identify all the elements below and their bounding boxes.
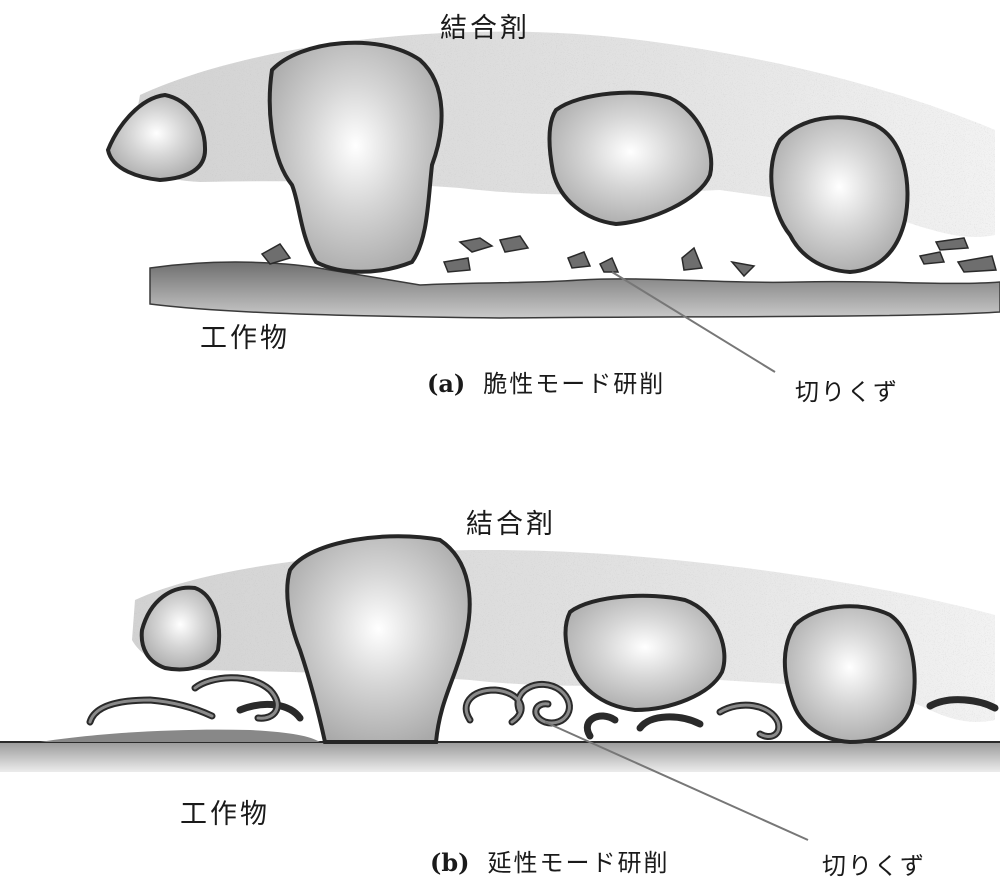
binder-label-b: 結合剤 xyxy=(466,502,556,541)
workpiece-a xyxy=(150,262,1000,318)
caption-tag-b: (b) xyxy=(430,848,470,877)
abrasive-grain-b2 xyxy=(287,536,469,742)
caption-a: (a) 脆性モード研削 xyxy=(427,364,665,399)
abrasive-grain-b3 xyxy=(566,596,725,710)
binder-label-a: 結合剤 xyxy=(440,6,530,45)
workpiece-rough-left-b xyxy=(40,730,320,742)
caption-b: (b) 延性モード研削 xyxy=(430,843,670,878)
abrasive-grain-b4 xyxy=(785,606,915,742)
caption-text-a: 脆性モード研削 xyxy=(483,370,665,398)
caption-text-b: 延性モード研削 xyxy=(488,849,670,877)
abrasive-grain-a3 xyxy=(550,93,712,224)
caption-tag-a: (a) xyxy=(427,369,465,398)
workpiece-b xyxy=(0,742,1000,772)
chips-label-b: 切りくず xyxy=(822,846,926,881)
chips-label-a: 切りくず xyxy=(795,372,899,407)
workpiece-label-b: 工作物 xyxy=(180,792,270,831)
abrasive-grain-a2 xyxy=(270,43,442,272)
panel-b-ductile-mode xyxy=(0,530,1000,840)
abrasive-grain-a4 xyxy=(771,117,907,272)
workpiece-label-a: 工作物 xyxy=(200,316,290,355)
abrasive-grain-a1 xyxy=(108,95,205,180)
